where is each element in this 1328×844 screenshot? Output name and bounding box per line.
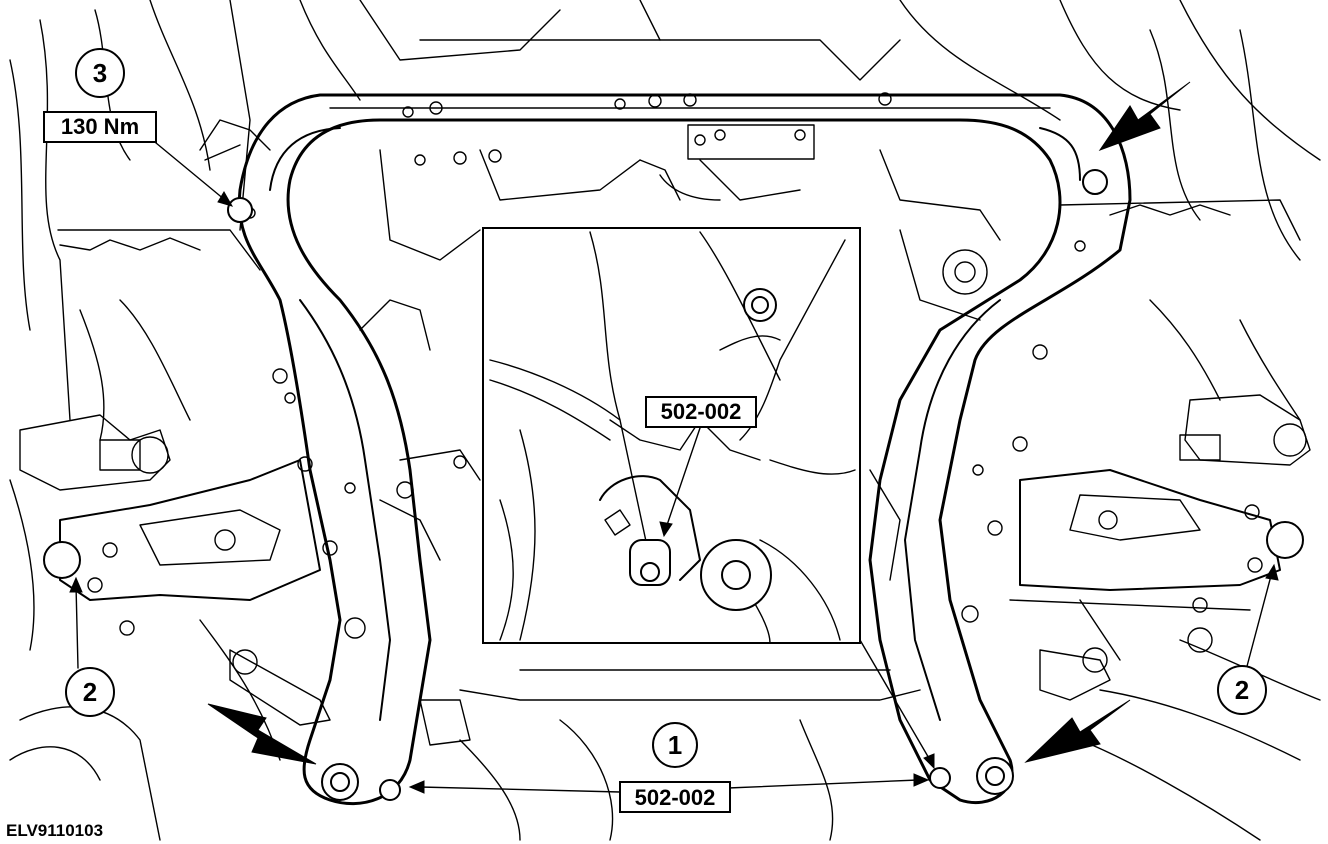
arrow-bottom-left: [207, 703, 317, 765]
arrow-top-right: [1098, 81, 1191, 152]
callout-2-right: 2: [1217, 665, 1267, 715]
torque-label-text: 130 Nm: [61, 114, 139, 139]
figure-reference: ELV9110103: [6, 821, 103, 840]
callout-2-left-text: 2: [83, 677, 97, 707]
callout-2-right-text: 2: [1235, 675, 1249, 705]
right-control-arm: [1009, 394, 1311, 701]
detail-inset: [482, 227, 861, 644]
arrows: [69, 81, 1279, 794]
tool-label-bottom-text: 502-002: [635, 785, 716, 810]
subframe: [227, 92, 1132, 806]
tool-label-inset: 502-002: [645, 396, 757, 428]
tool-label-inset-text: 502-002: [661, 399, 742, 424]
background-linework: [9, 0, 1321, 841]
callout-1-text: 1: [668, 730, 682, 760]
callout-3-text: 3: [93, 58, 107, 88]
torque-label: 130 Nm: [43, 111, 157, 143]
tool-label-bottom: 502-002: [619, 781, 731, 813]
left-control-arm: [9, 414, 331, 726]
callout-3: 3: [75, 48, 125, 98]
callout-1: 1: [652, 722, 698, 768]
upper-components: [199, 119, 815, 201]
callout-2-left: 2: [65, 667, 115, 717]
arrow-bottom-right: [1024, 699, 1131, 763]
